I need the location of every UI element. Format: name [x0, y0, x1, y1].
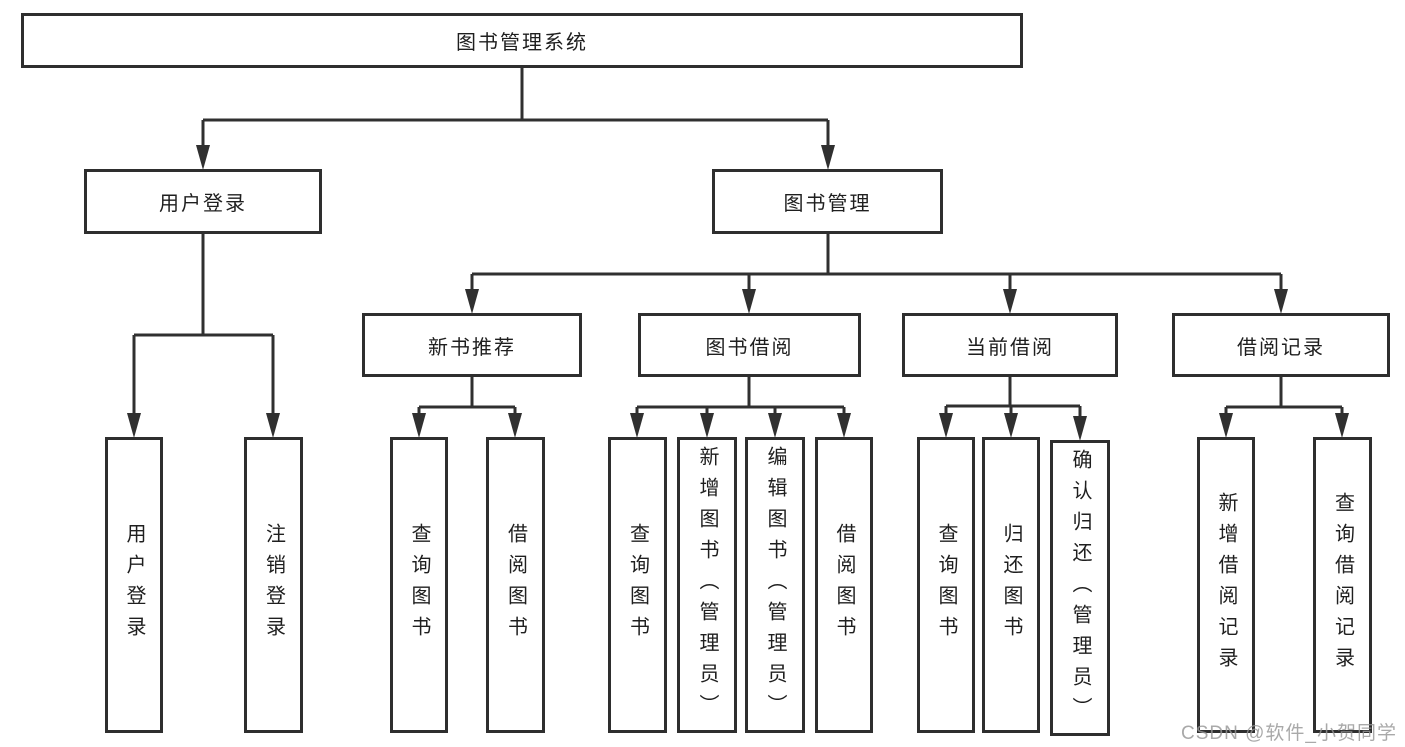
- arrowhead: [266, 413, 280, 438]
- node-label: 新书推荐: [428, 336, 516, 359]
- edges-book-borrow-to-leaves: [630, 377, 851, 438]
- csdn-watermark: CSDN @软件_小贺同学: [1181, 723, 1397, 744]
- edges-root-to-level2: [196, 68, 835, 170]
- node-current-borrowing: 当前借阅: [902, 313, 1118, 377]
- leaf-logout: 注销登录: [244, 437, 303, 733]
- node-book-borrowing: 图书借阅: [638, 313, 861, 377]
- arrowhead: [1004, 413, 1018, 438]
- leaf-user-login: 用户登录: [105, 437, 163, 733]
- node-root-library-system: 图书管理系统: [21, 13, 1023, 68]
- node-new-book-recommend: 新书推荐: [362, 313, 582, 377]
- node-label: 新增借阅记录: [1215, 492, 1237, 678]
- leaf-current-query-books: 查询图书: [917, 437, 975, 733]
- leaf-borrow-query-books: 查询图书: [608, 437, 667, 733]
- arrowhead: [821, 145, 835, 170]
- node-label: 注销登录: [262, 523, 285, 647]
- node-label: 新增图书（管理员）: [696, 445, 718, 725]
- arrowhead: [412, 413, 426, 438]
- node-label: 借阅图书: [833, 523, 855, 647]
- arrowhead: [768, 413, 782, 438]
- leaf-newbook-query-books: 查询图书: [390, 437, 448, 733]
- node-label: 编辑图书（管理员）: [764, 445, 786, 725]
- arrowhead: [630, 413, 644, 438]
- leaf-records-add-record: 新增借阅记录: [1197, 437, 1255, 733]
- arrowhead: [465, 289, 479, 314]
- leaf-borrow-add-books-admin: 新增图书（管理员）: [677, 437, 737, 733]
- arrowhead: [1274, 289, 1288, 314]
- node-label: 查询借阅记录: [1331, 492, 1354, 678]
- arrowhead: [1219, 413, 1233, 438]
- arrowhead: [196, 145, 210, 170]
- arrowhead: [508, 413, 522, 438]
- node-label: 图书管理: [783, 193, 872, 215]
- node-label: 确认归还（管理员）: [1069, 448, 1091, 728]
- leaf-records-query-record: 查询借阅记录: [1313, 437, 1372, 733]
- arrowhead: [1003, 289, 1017, 314]
- arrowhead: [939, 413, 953, 438]
- edges-borrow-records-to-leaves: [1219, 377, 1349, 438]
- leaf-borrow-borrow-books: 借阅图书: [815, 437, 873, 733]
- edges-new-book-to-leaves: [412, 377, 522, 438]
- node-book-management: 图书管理: [712, 169, 943, 234]
- leaf-newbook-borrow-books: 借阅图书: [486, 437, 545, 733]
- node-label: 当前借阅: [966, 336, 1054, 359]
- arrowhead: [1073, 416, 1087, 441]
- arrowhead: [1335, 413, 1349, 438]
- arrowhead: [700, 413, 714, 438]
- node-label: 借阅记录: [1237, 336, 1325, 359]
- leaf-current-return-books: 归还图书: [982, 437, 1040, 733]
- node-label: 归还图书: [1000, 523, 1022, 647]
- node-borrowing-records: 借阅记录: [1172, 313, 1390, 377]
- node-user-login: 用户登录: [84, 169, 322, 234]
- leaf-borrow-edit-books-admin: 编辑图书（管理员）: [745, 437, 805, 733]
- edges-user-login-to-leaves: [127, 234, 280, 438]
- node-label: 查询图书: [935, 523, 957, 647]
- node-label: 用户登录: [123, 523, 145, 647]
- edges-current-borrow-to-leaves: [939, 377, 1087, 441]
- leaf-current-confirm-return-admin: 确认归还（管理员）: [1050, 440, 1110, 736]
- node-label: 查询图书: [626, 523, 649, 647]
- arrowhead: [127, 413, 141, 438]
- node-label: 用户登录: [159, 193, 247, 215]
- edges-book-mgmt-to-level3: [465, 234, 1288, 314]
- node-label: 查询图书: [408, 523, 430, 647]
- node-label: 图书管理系统: [456, 32, 588, 54]
- node-label: 图书借阅: [705, 336, 794, 359]
- arrowhead: [742, 289, 756, 314]
- node-label: 借阅图书: [504, 523, 527, 647]
- arrowhead: [837, 413, 851, 438]
